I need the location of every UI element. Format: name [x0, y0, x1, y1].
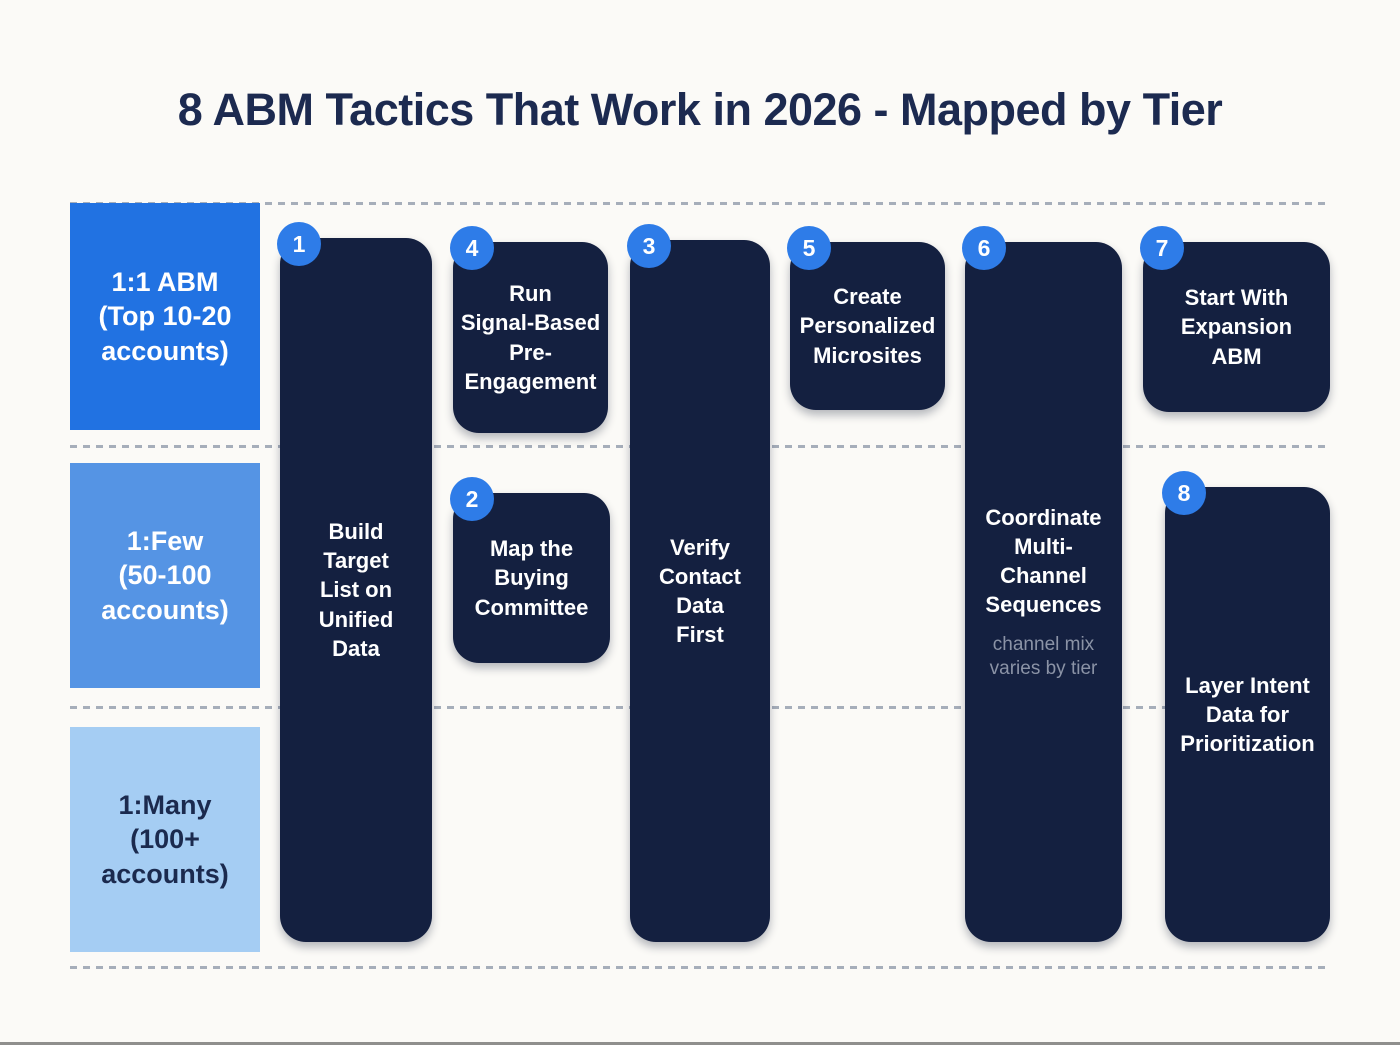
- tier-divider-top: [70, 202, 1330, 205]
- tactic-card-3: 3 Verify Contact Data First: [627, 224, 770, 942]
- bottom-edge-strip: [0, 1042, 1400, 1045]
- tactic-card-5: 5 Create Personalized Microsites: [787, 226, 945, 410]
- tactic-label: Coordinate Multi- Channel Sequences: [985, 504, 1102, 617]
- tactic-label: Verify Contact Data First: [659, 534, 741, 648]
- tier-band-1-few: 1:Few (50-100 accounts): [70, 463, 260, 688]
- tactic-card-1: 1 Build Target List on Unified Data: [277, 222, 432, 942]
- tier-label: 1:Few (50-100 accounts): [101, 525, 229, 625]
- tactic-number-badge: 2: [450, 477, 494, 521]
- tactic-label: Build Target List on Unified Data: [318, 519, 394, 661]
- tactic-number-badge: 6: [962, 226, 1006, 270]
- tier-label: 1:Many (100+ accounts): [101, 789, 229, 889]
- tactic-number-badge: 7: [1140, 226, 1184, 270]
- tactic-label: Create Personalized Microsites: [799, 284, 936, 368]
- tactic-card-4: 4 Run Signal-Based Pre- Engagement: [450, 226, 608, 433]
- tactic-number-badge: 4: [450, 226, 494, 270]
- tactic-card-8: 8 Layer Intent Data for Prioritization: [1162, 471, 1330, 942]
- tactic-number-badge: 3: [627, 224, 671, 268]
- page-title: 8 ABM Tactics That Work in 2026 - Mapped…: [177, 84, 1223, 135]
- tactic-card-2: 2 Map the Buying Committee: [450, 477, 610, 663]
- tactic-number-badge: 1: [277, 222, 321, 266]
- tactic-label: Run Signal-Based Pre- Engagement: [460, 281, 601, 394]
- tier-label: 1:1 ABM (Top 10-20 accounts): [98, 266, 232, 366]
- tier-divider-bottom: [70, 966, 1330, 969]
- tactic-label: Start With Expansion ABM: [1180, 285, 1293, 369]
- tactic-card-6: 6 Coordinate Multi- Channel Sequences ch…: [962, 226, 1122, 942]
- tactic-number-badge: 5: [787, 226, 831, 270]
- tactic-label: Layer Intent Data for Prioritization: [1180, 672, 1315, 757]
- tactic-note: channel mix varies by tier: [989, 633, 1098, 680]
- tier-band-1-many: 1:Many (100+ accounts): [70, 727, 260, 952]
- tactic-card-7: 7 Start With Expansion ABM: [1140, 226, 1330, 412]
- tactic-label: Map the Buying Committee: [474, 536, 589, 620]
- tier-band-1-1-abm: 1:1 ABM (Top 10-20 accounts): [70, 203, 260, 430]
- tactic-number-badge: 8: [1162, 471, 1206, 515]
